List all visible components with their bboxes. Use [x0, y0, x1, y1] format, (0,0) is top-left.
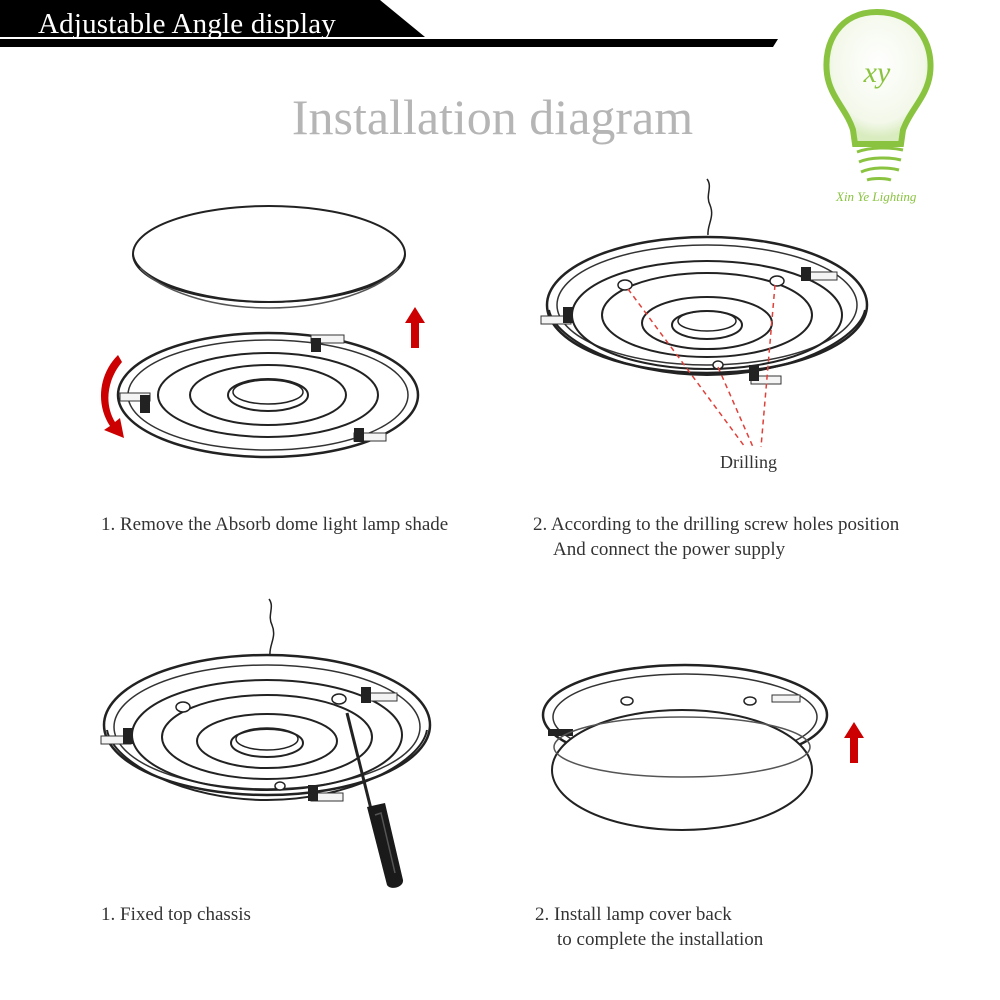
brand-name: Xin Ye Lighting — [836, 189, 917, 204]
caption-line: to complete the installation — [557, 929, 764, 950]
step-4-caption: 2. Install lamp cover back to complete t… — [535, 902, 763, 952]
caption-line: 2. According to the drilling screw holes… — [533, 514, 900, 535]
arrow-up-icon — [405, 307, 425, 348]
arrow-up-icon — [844, 722, 864, 763]
caption-line: 1. Remove the Absorb dome light lamp sha… — [101, 514, 449, 535]
step-3-illustration — [95, 595, 440, 890]
screwdriver-icon — [345, 712, 404, 888]
step-4-illustration — [540, 655, 870, 840]
banner-title: Adjustable Angle display — [38, 8, 336, 40]
step-1-illustration — [80, 190, 440, 480]
caption-line: 2. Install lamp cover back — [535, 904, 732, 925]
banner-shape — [0, 0, 778, 47]
step-2-illustration — [535, 175, 880, 465]
rotate-arrow-icon — [100, 355, 124, 438]
lightbulb-icon: xy — [823, 8, 934, 182]
svg-text:xy: xy — [863, 56, 891, 89]
header-banner: Adjustable Angle display — [0, 0, 1000, 60]
step-1-caption: 1. Remove the Absorb dome light lamp sha… — [101, 512, 448, 537]
step-3-caption: 1. Fixed top chassis — [101, 902, 251, 927]
step-2-caption: 2. According to the drilling screw holes… — [533, 512, 899, 562]
page-title: Installation diagram — [291, 89, 694, 145]
brand-logo: xy — [815, 2, 945, 217]
caption-line: And connect the power supply — [553, 539, 786, 560]
caption-line: 1. Fixed top chassis — [101, 904, 251, 925]
drilling-label: Drilling — [720, 452, 777, 472]
